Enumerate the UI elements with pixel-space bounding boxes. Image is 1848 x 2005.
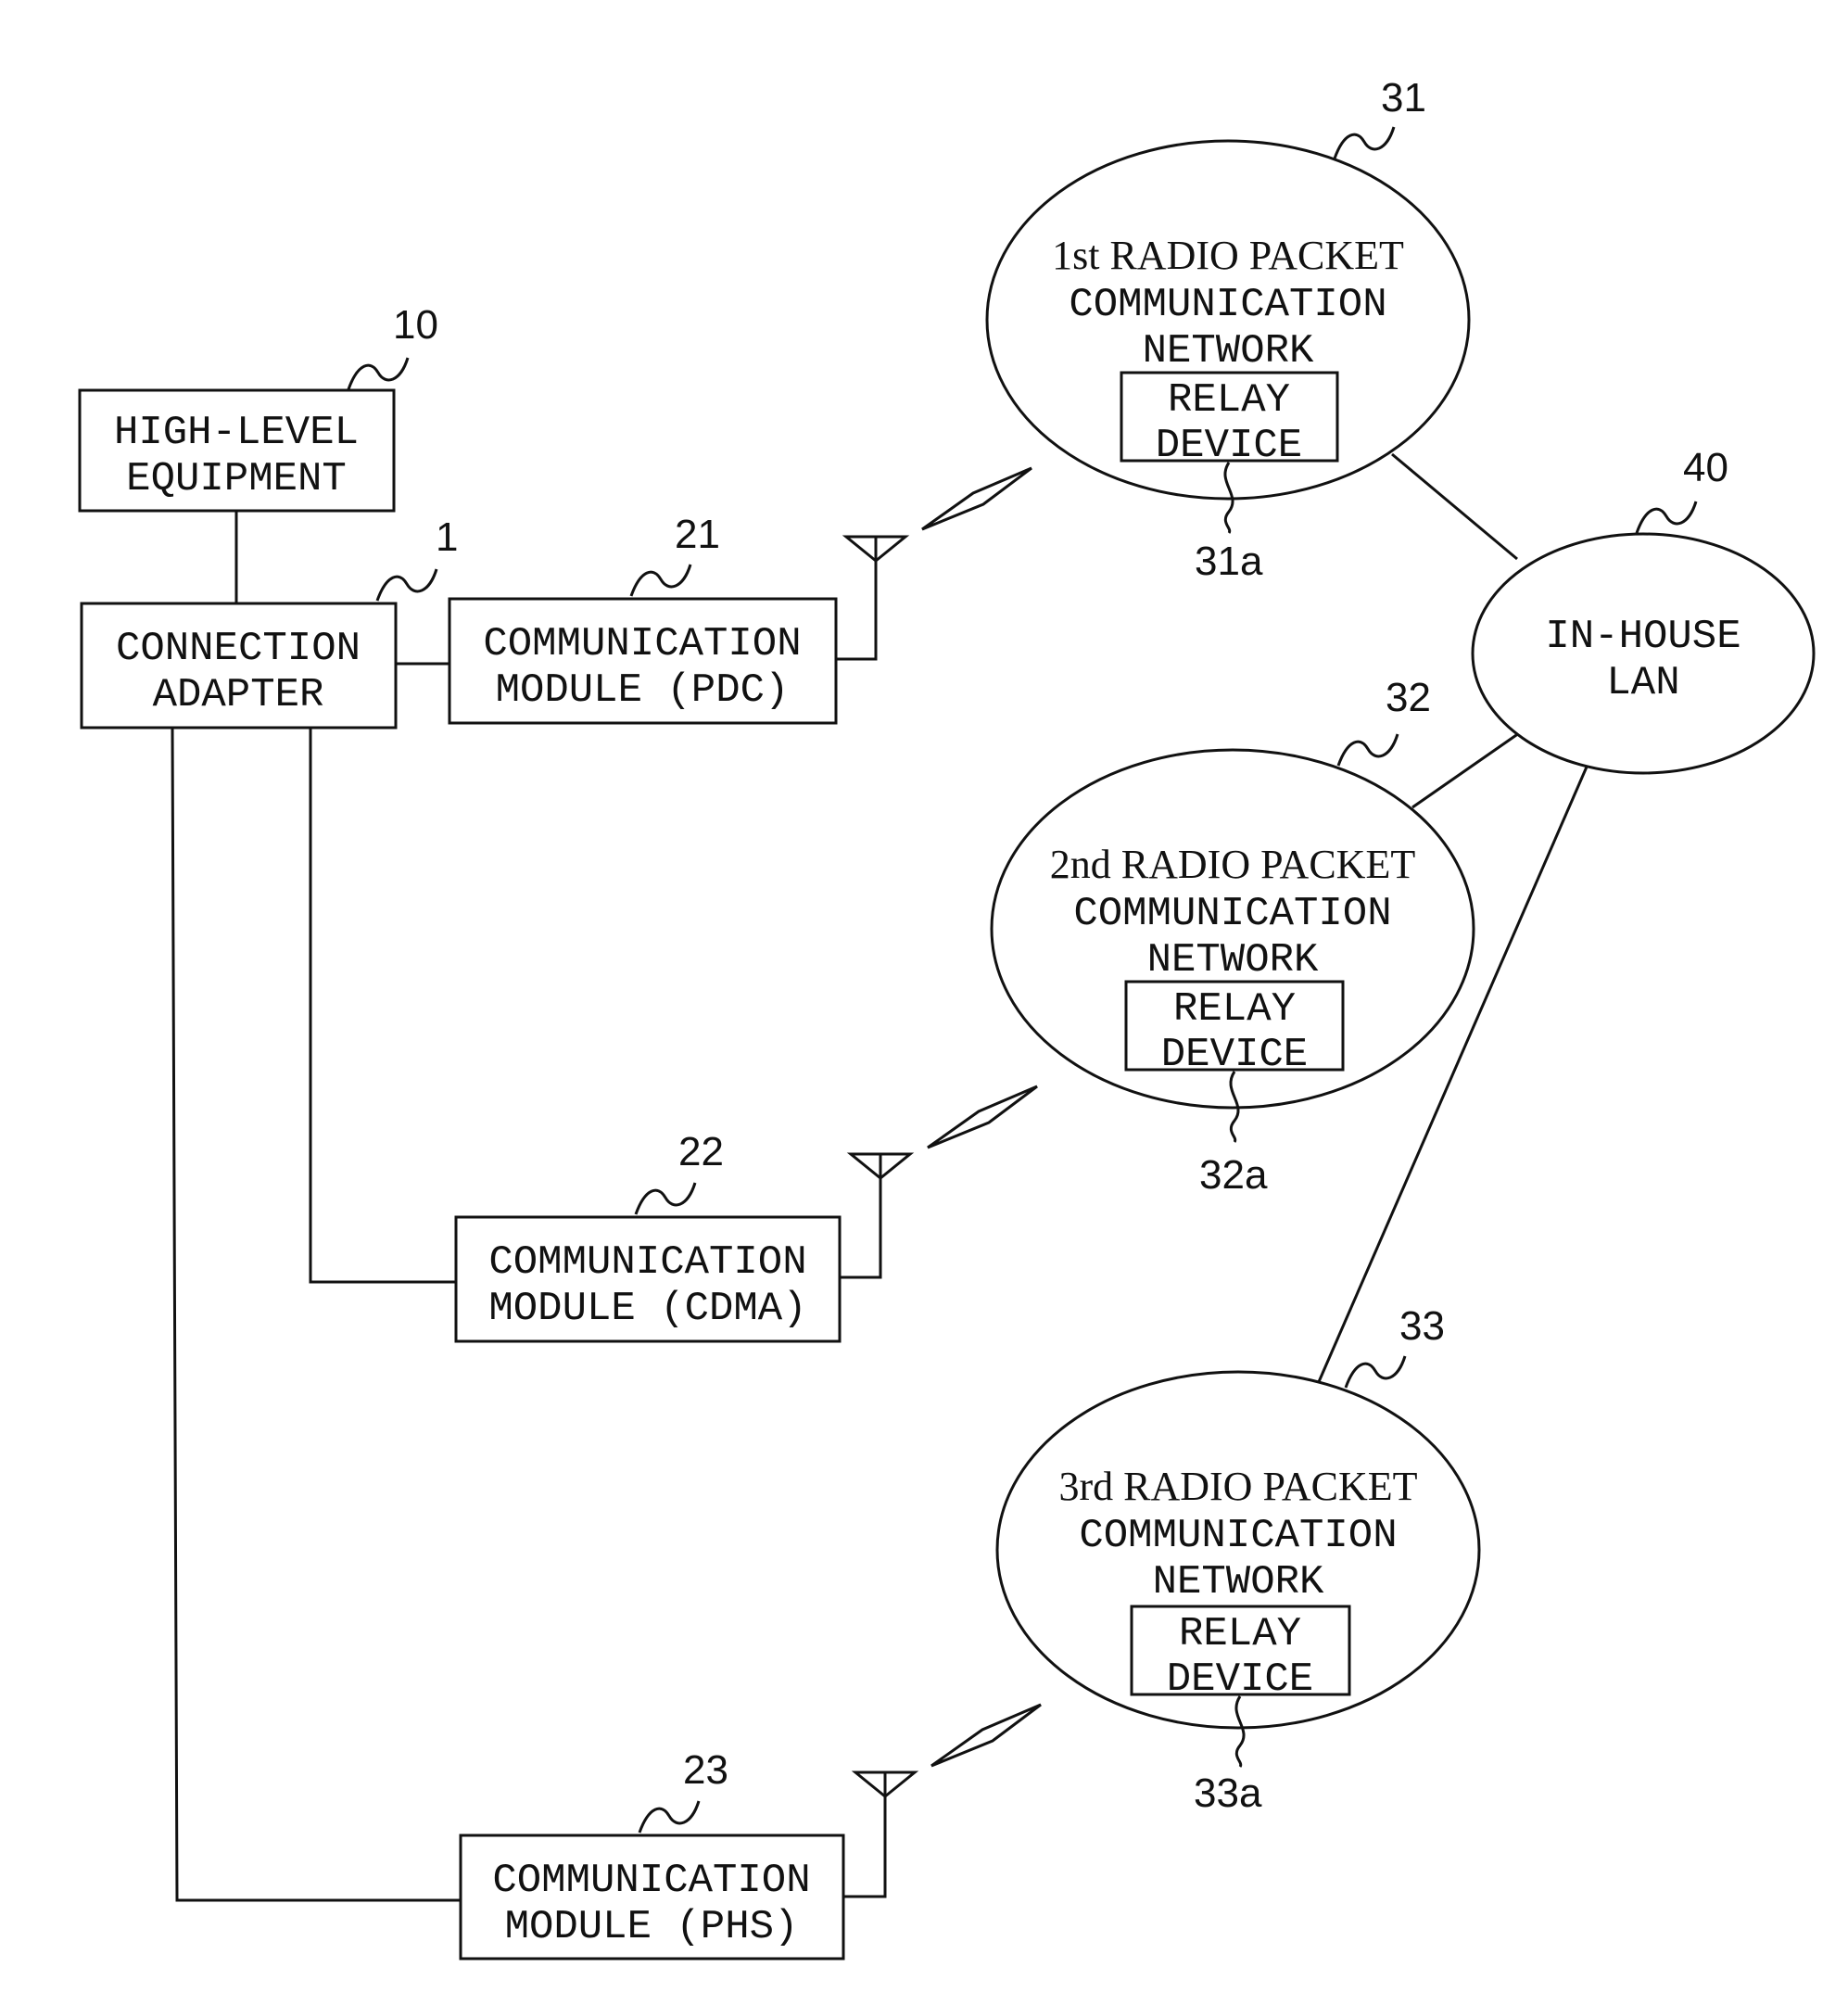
network-label: NETWORK [1147, 937, 1319, 983]
radio-link-icon [928, 1086, 1037, 1148]
network-label: COMMUNICATION [1073, 891, 1391, 937]
radio-packet-network-2: 2nd RADIO PACKET COMMUNICATION NETWORK R… [992, 750, 1474, 1108]
network-label: COMMUNICATION [1079, 1513, 1397, 1559]
lan-label: IN-HOUSE [1545, 614, 1740, 660]
block-label: MODULE (PDC) [496, 667, 790, 714]
ref-label: 23 [683, 1747, 728, 1793]
block-label: MODULE (CDMA) [488, 1286, 806, 1332]
ref-label: 21 [675, 512, 720, 557]
ref-label: 40 [1683, 445, 1728, 490]
relay-device-label: RELAY [1168, 377, 1290, 424]
ref-label: 10 [393, 302, 438, 348]
communication-module-phs-block: COMMUNICATION MODULE (PHS) [461, 1835, 843, 1959]
network-label: NETWORK [1143, 328, 1314, 374]
radio-packet-network-1: 1st RADIO PACKET COMMUNICATION NETWORK R… [987, 141, 1469, 499]
communication-module-pdc-block: COMMUNICATION MODULE (PDC) [449, 599, 836, 723]
radio-packet-network-3: 3rd RADIO PACKET COMMUNICATION NETWORK R… [997, 1372, 1479, 1728]
block-label: CONNECTION [116, 626, 361, 672]
relay-device-label: RELAY [1173, 986, 1296, 1033]
edge-adapter-phs [172, 728, 461, 1900]
ref-label: 32a [1199, 1152, 1268, 1198]
network-label: 2nd RADIO PACKET [1050, 842, 1416, 887]
block-label: ADAPTER [153, 672, 324, 718]
edge-net2-lan [1412, 733, 1519, 807]
relay-device-label: RELAY [1179, 1611, 1301, 1657]
relay-device-label: DEVICE [1156, 423, 1302, 469]
edge-adapter-cdma [310, 728, 456, 1282]
communication-module-cdma-block: COMMUNICATION MODULE (CDMA) [456, 1217, 840, 1341]
antenna-icon [851, 1154, 910, 1178]
block-label: MODULE (PHS) [505, 1904, 799, 1950]
ref-label: 1 [436, 514, 458, 560]
network-label: 3rd RADIO PACKET [1058, 1464, 1417, 1509]
network-label: COMMUNICATION [1069, 282, 1386, 328]
block-label: COMMUNICATION [492, 1858, 810, 1904]
antenna-icon [855, 1772, 915, 1796]
ref-label: 31 [1381, 75, 1426, 121]
ref-label: 22 [678, 1129, 724, 1174]
ref-label: 33 [1399, 1303, 1445, 1349]
in-house-lan: IN-HOUSE LAN [1473, 534, 1814, 773]
block-label: EQUIPMENT [126, 456, 347, 502]
block-label: HIGH-LEVEL [114, 410, 359, 456]
relay-device-label: DEVICE [1167, 1656, 1313, 1703]
feed-cdma [840, 1174, 880, 1277]
edge-net1-lan [1392, 454, 1517, 559]
feed-phs [843, 1792, 885, 1897]
radio-link-icon [931, 1705, 1041, 1766]
block-label: COMMUNICATION [483, 621, 801, 667]
relay-device-label: DEVICE [1161, 1032, 1308, 1078]
feed-pdc [836, 556, 876, 659]
ref-label: 31a [1195, 539, 1263, 584]
high-level-equipment-block: HIGH-LEVEL EQUIPMENT [80, 390, 394, 511]
ref-label: 32 [1386, 675, 1431, 720]
network-label: NETWORK [1153, 1559, 1324, 1605]
block-label: COMMUNICATION [488, 1239, 806, 1286]
ref-label: 33a [1194, 1770, 1262, 1816]
antenna-icon [846, 537, 905, 561]
network-label: 1st RADIO PACKET [1052, 233, 1404, 278]
lan-label: LAN [1606, 660, 1679, 706]
connection-adapter-block: CONNECTION ADAPTER [82, 603, 396, 728]
radio-link-icon [922, 468, 1032, 529]
